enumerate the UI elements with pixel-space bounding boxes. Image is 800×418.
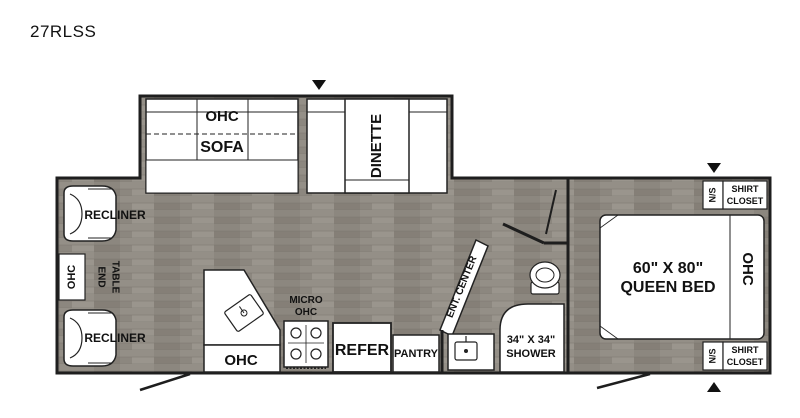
front-ohc-label: OHC [66,265,78,290]
ohc-slide-label: OHC [205,108,239,125]
closet-top-line1: SHIRT [732,184,760,194]
queen-bed: 60" X 80" QUEEN BED OHC [599,214,765,340]
refrigerator: REFER [332,322,392,373]
closet-bottom: N/S SHIRT CLOSET [702,341,768,371]
recliner-top-label: RECLINER [84,208,146,222]
bed-line1: 60" X 80" [633,260,703,277]
slide-arrow-bedroom-top [707,163,721,173]
closet-bottom-line2: CLOSET [727,357,764,367]
shower-line1: 34" X 34" [507,334,555,346]
slide-arrow-top [312,80,326,90]
pantry-label: PANTRY [394,348,439,360]
front-ohc: OHC [58,253,86,301]
entry-door-right [596,372,651,390]
entry-doors [139,372,651,392]
kitchen-counter: OHC [203,269,281,373]
exterior-walls [55,94,772,375]
entry-door-left [139,372,191,392]
bedroom-ohc-label: OHC [739,252,756,286]
sofa: OHC SOFA [145,98,299,194]
kitchen-sink-icon [224,294,264,332]
recliner-bottom-label: RECLINER [84,331,146,345]
closet-top-line2: CLOSET [727,196,764,206]
bed-line2: QUEEN BED [620,279,715,296]
sofa-label: SOFA [200,139,244,156]
kitchen-ohc-label: OHC [224,352,258,369]
micro-line2: OHC [295,307,317,318]
closet-top: N/S SHIRT CLOSET [702,180,768,210]
bath-sink-icon [447,333,495,371]
micro-line1: MICRO [289,295,323,306]
ns-top-label: N/S [707,187,717,202]
range-micro: MICRO OHC [283,295,329,369]
slide-arrow-bedroom-bottom [707,382,721,392]
end-table-line1: END [95,266,106,287]
shower-line2: SHOWER [506,348,556,360]
pantry: PANTRY [392,334,440,373]
ns-bottom-label: N/S [707,348,717,363]
end-table: END TABLE [95,261,120,294]
toilet-icon [529,261,561,295]
dinette-label: DINETTE [368,114,385,178]
recliner-bottom: RECLINER [63,309,146,367]
dinette: DINETTE [306,98,448,194]
refer-label: REFER [335,342,390,359]
shower: 34" X 34" SHOWER [499,303,565,373]
closet-bottom-line1: SHIRT [732,345,760,355]
bathroom-walls [440,178,570,373]
recliner-top: RECLINER [63,185,146,242]
model-title: 27RLSS [30,22,97,41]
end-table-line2: TABLE [109,261,120,294]
